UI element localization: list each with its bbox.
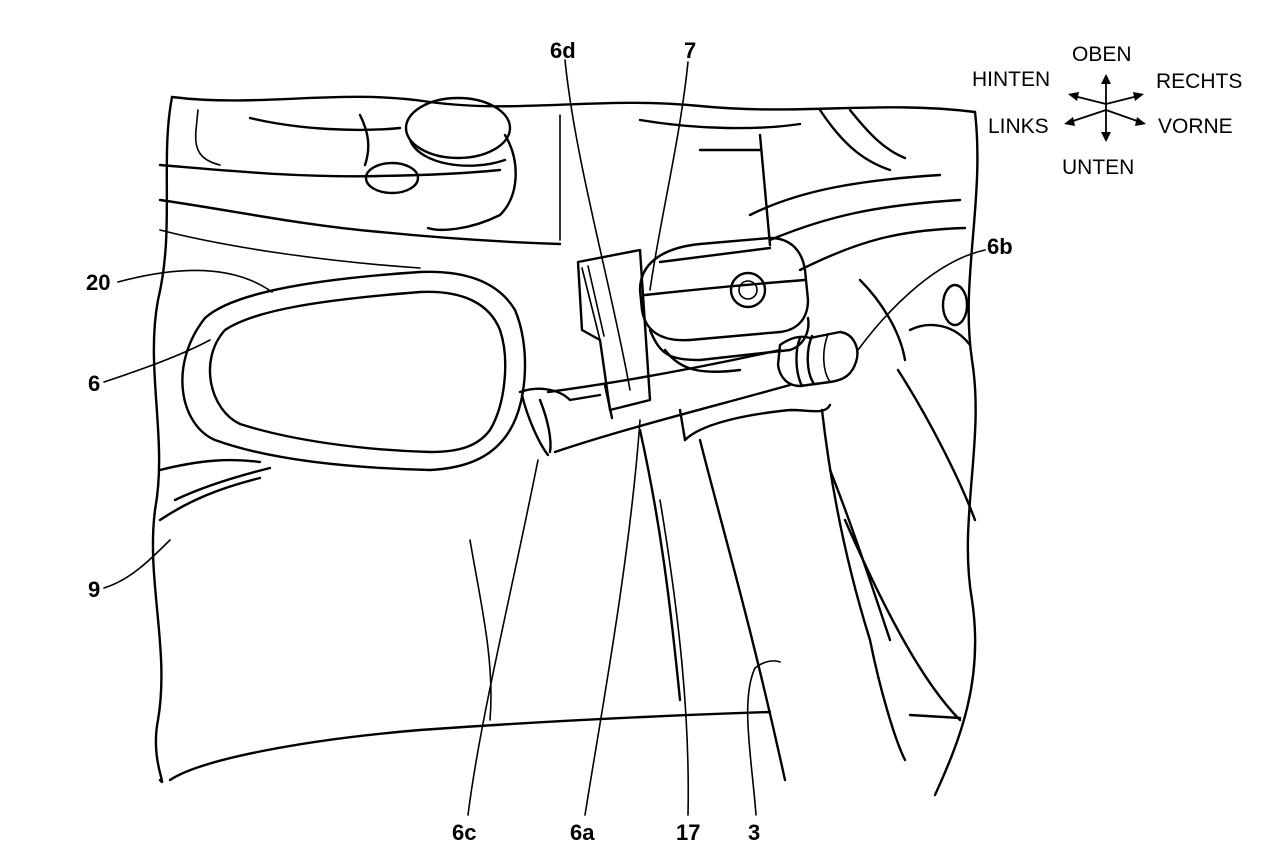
label-20: 20 [86,270,110,295]
label-9: 9 [88,577,100,602]
label-7: 7 [684,38,696,63]
label-6c: 6c [452,820,476,845]
lower-body [168,539,962,782]
dir-right: RECHTS [1156,70,1242,93]
bracket-plate [576,248,652,412]
clamp-block [638,236,810,373]
label-6a: 6a [570,820,595,845]
direction-arrows-icon [1064,74,1146,142]
frame-outline [151,95,979,797]
dir-left: LINKS [988,115,1049,138]
mirror-assembly [158,270,602,522]
dir-down: UNTEN [1062,156,1134,179]
dir-front: VORNE [1158,115,1233,138]
label-6: 6 [88,371,100,396]
stem-end-cap [776,330,859,388]
dir-up: OBEN [1072,43,1132,66]
label-17: 17 [676,820,700,845]
mirror-stem [546,348,792,454]
label-6d: 6d [550,38,576,63]
label-3: 3 [748,820,760,845]
leader-lines [103,59,986,816]
reference-numerals: 20 6 9 6d 7 6b 6c 6a 17 3 [86,38,1013,845]
front-fork [638,368,977,782]
body-background [158,96,972,362]
label-6b: 6b [987,234,1013,259]
orientation-indicator: OBEN HINTEN RECHTS LINKS VORNE UNTEN [972,43,1242,179]
dir-rear: HINTEN [972,68,1050,91]
